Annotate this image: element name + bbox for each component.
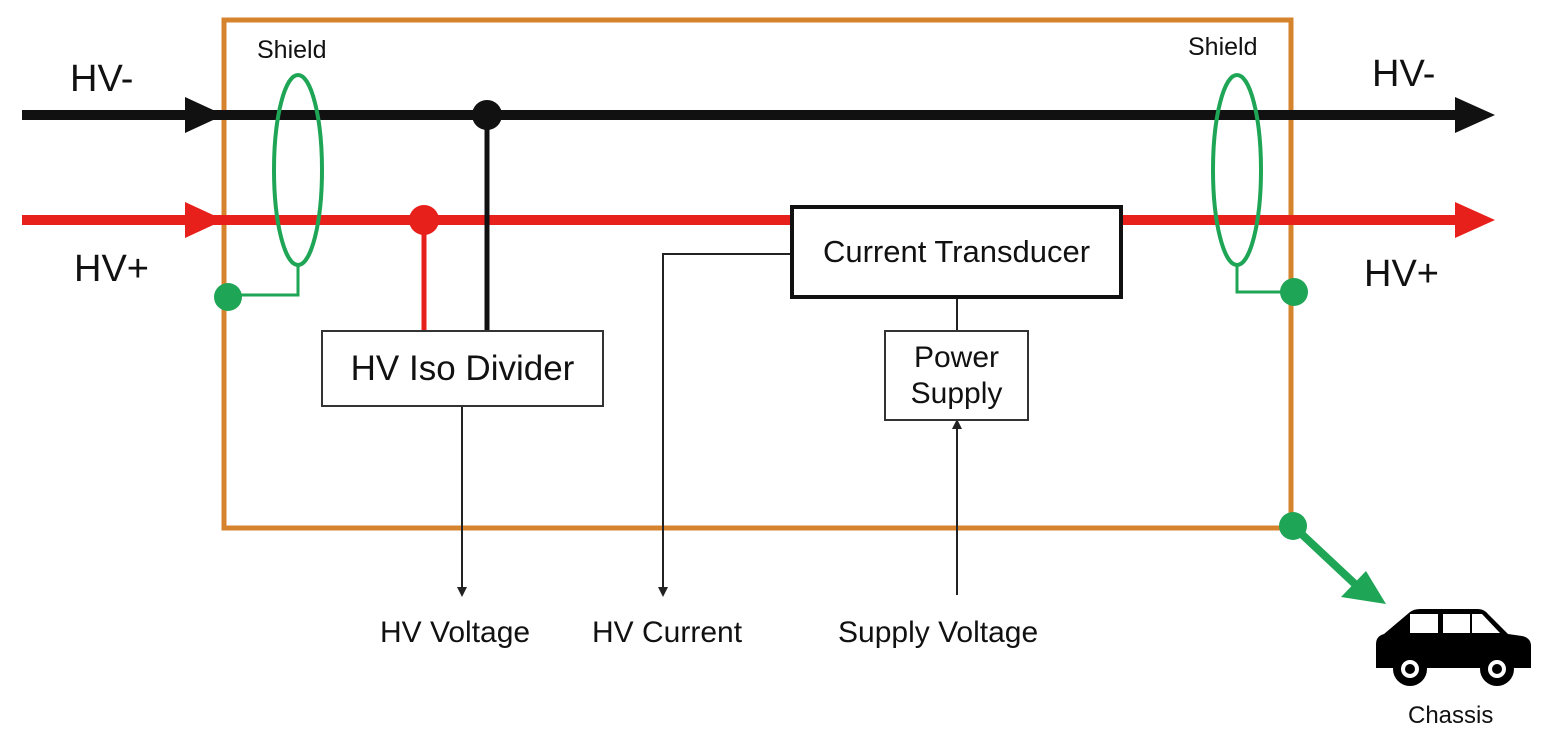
hv-plus-arrow-out [1455,202,1495,238]
hv-minus-junction [472,100,502,130]
shield-right-ground-wire [1235,265,1294,294]
power-supply-label-line2: Supply [910,376,1003,410]
hv-iso-divider-box: HV Iso Divider [321,330,604,407]
chassis-ground-arrowhead [1341,571,1386,604]
hv-minus-label-left: HV- [70,58,134,100]
shield-left-ring [272,73,324,267]
current-transducer-box: Current Transducer [790,205,1123,299]
hv-plus-arrow-in [185,202,224,238]
chassis-ground-wire [1290,523,1359,588]
shield-right-ground-dot [1280,278,1308,306]
hv-iso-divider-label: HV Iso Divider [350,348,575,388]
shield-left-ground-wire [228,265,300,297]
hv-minus-label-right: HV- [1372,53,1436,95]
enclosure-frame [221,17,1294,531]
hv-plus-label-right: HV+ [1364,253,1439,295]
hv-voltage-label: HV Voltage [380,616,531,649]
hv-minus-arrow-out [1455,97,1495,133]
chassis-label: Chassis [1408,702,1494,729]
car-icon [1376,609,1531,686]
hv-current-label: HV Current [592,616,743,649]
hv-minus-arrow-in [185,97,224,133]
power-supply-box: Power Supply [884,330,1029,421]
hv-plus-junction [409,205,439,235]
power-supply-label-line1: Power [913,340,1000,374]
hv-plus-label-left: HV+ [74,248,149,290]
shield-left-ground-dot [214,283,242,311]
current-transducer-label: Current Transducer [822,234,1091,269]
shield-label-left: Shield [257,36,327,64]
shield-label-right: Shield [1188,33,1258,61]
supply-voltage-label: Supply Voltage [838,616,1039,649]
shield-right-ring [1211,73,1263,267]
hv-current-signal-line [658,253,790,597]
